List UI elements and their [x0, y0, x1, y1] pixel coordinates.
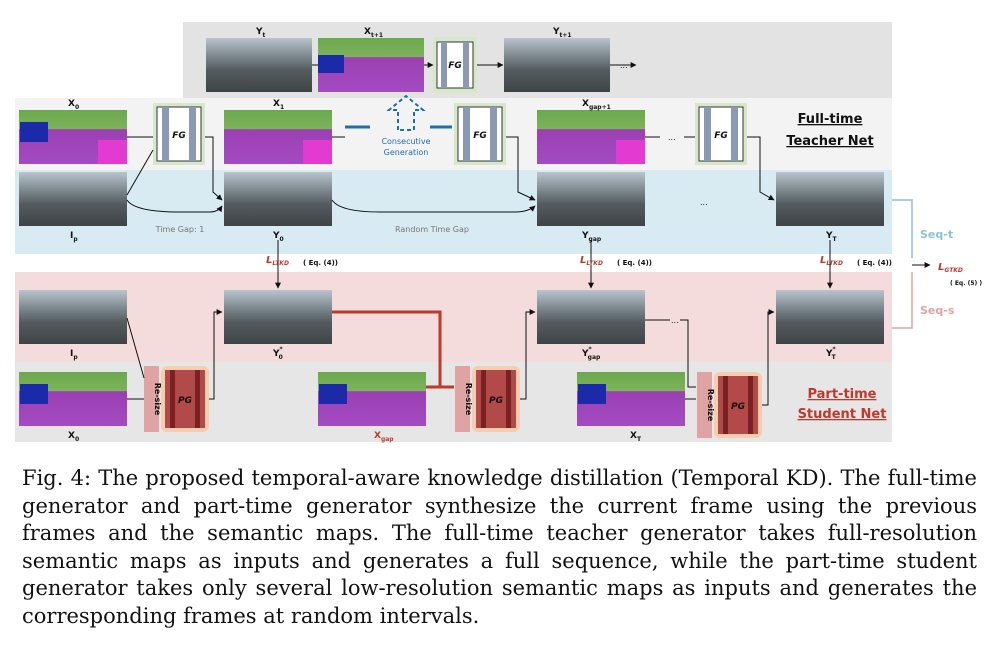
resize-pg-3: [697, 372, 762, 438]
fg-block-1: [153, 103, 205, 165]
consecutive-label-1: Consecutive: [381, 137, 430, 146]
label-y0: Y0: [272, 231, 284, 243]
label-ip: Ip: [70, 231, 78, 243]
ellipsis-1: ...: [668, 133, 676, 142]
label-x0-student: X0: [68, 431, 79, 443]
fg-block-2: [454, 103, 506, 165]
image-yt: [206, 38, 312, 92]
image-ygaps: [537, 290, 645, 344]
consecutive-label-2: Generation: [384, 148, 429, 157]
label-x0: X0: [68, 99, 79, 111]
resize-label-3: Re-size: [706, 389, 715, 422]
ellipsis-2: ...: [700, 198, 708, 207]
student-title-1: Part-time: [807, 387, 876, 402]
svg-text:( Eq. (4)): ( Eq. (4)): [303, 259, 338, 267]
ltkd-label-2: LLTKD ( Eq. (4)): [580, 255, 652, 267]
label-yt: Yt: [255, 27, 266, 39]
top-strip: [206, 37, 637, 93]
ltkd-label-1: LLTKD ( Eq. (4)): [266, 255, 338, 267]
seq-s-label: Seq-s: [920, 304, 955, 317]
fg-label-2: FG: [473, 131, 487, 141]
pg-label-1: PG: [178, 396, 192, 406]
fg-label-top: FG: [448, 61, 462, 71]
temporal-kd-figure: Yt Xt+1 Yt+1 X0 X1 Xgap+1 Ip Y0 Ygap YT …: [15, 22, 982, 443]
resize-pg-2: [455, 366, 520, 432]
fg-label-1: FG: [172, 131, 186, 141]
label-x1: X1: [273, 99, 284, 111]
svg-text:LLTKD: LLTKD: [580, 255, 603, 267]
pg-label-3: PG: [731, 402, 745, 412]
image-ip: [19, 172, 127, 226]
ellipsis-3: ...: [671, 316, 679, 325]
label-ygaps: Y*gap: [581, 346, 601, 361]
resize-pg-1: [144, 366, 209, 432]
image-y0s: [224, 290, 332, 344]
caption-lead: Fig. 4:: [22, 466, 92, 490]
svg-text:LLTKD: LLTKD: [820, 255, 843, 267]
pg-label-2: PG: [489, 396, 503, 406]
image-yTs: [776, 290, 884, 344]
ellipsis-4: ...: [620, 61, 628, 70]
resize-label-2: Re-size: [464, 383, 473, 416]
fg-block-3: [695, 103, 747, 165]
image-y0: [224, 172, 332, 226]
label-yTs: Y*T: [825, 346, 837, 361]
figure-caption: Fig. 4: The proposed temporal-aware know…: [22, 465, 977, 631]
svg-text:( Eq. (4)): ( Eq. (4)): [617, 259, 652, 267]
consecutive-arrow: [386, 94, 426, 131]
random-time-gap-label: Random Time Gap: [395, 225, 469, 234]
label-xgap1: Xgap+1: [582, 99, 611, 111]
image-yt1: [504, 38, 610, 92]
caption-text: The proposed temporal-aware knowledge di…: [22, 466, 977, 628]
label-ip-student: Ip: [70, 349, 78, 361]
teacher-title-2: Teacher Net: [786, 134, 873, 149]
label-yt1: Yt+1: [552, 27, 572, 39]
svg-text:( Eq. (4)): ( Eq. (4)): [857, 259, 892, 267]
teacher-title-1: Full-time: [798, 112, 863, 127]
svg-text:LLTKD: LLTKD: [266, 255, 289, 267]
student-title-2: Student Net: [798, 407, 887, 422]
label-xT-student: XT: [630, 431, 642, 443]
seq-t-label: Seq-t: [920, 228, 953, 241]
resize-label-1: Re-size: [153, 383, 162, 416]
fg-label-3: FG: [714, 131, 728, 141]
label-xgap-student: Xgap: [374, 431, 394, 443]
image-ygap: [537, 172, 645, 226]
label-yT: YT: [825, 231, 838, 243]
student-band: [15, 272, 892, 362]
label-ygap: Ygap: [581, 231, 602, 243]
label-y0s: Y*0: [272, 346, 284, 361]
image-yT: [776, 172, 884, 226]
label-xt1: Xt+1: [364, 27, 383, 39]
svg-text:LGTKD: LGTKD: [938, 262, 963, 274]
ltkd-label-3: LLTKD ( Eq. (4)): [820, 255, 892, 267]
time-gap-label: Time Gap: 1: [155, 225, 205, 234]
image-ip-student: [19, 290, 127, 344]
lgtkd-label: LGTKD ( Eq. (5) ): [938, 262, 982, 287]
svg-text:( Eq. (5) ): ( Eq. (5) ): [950, 280, 982, 287]
